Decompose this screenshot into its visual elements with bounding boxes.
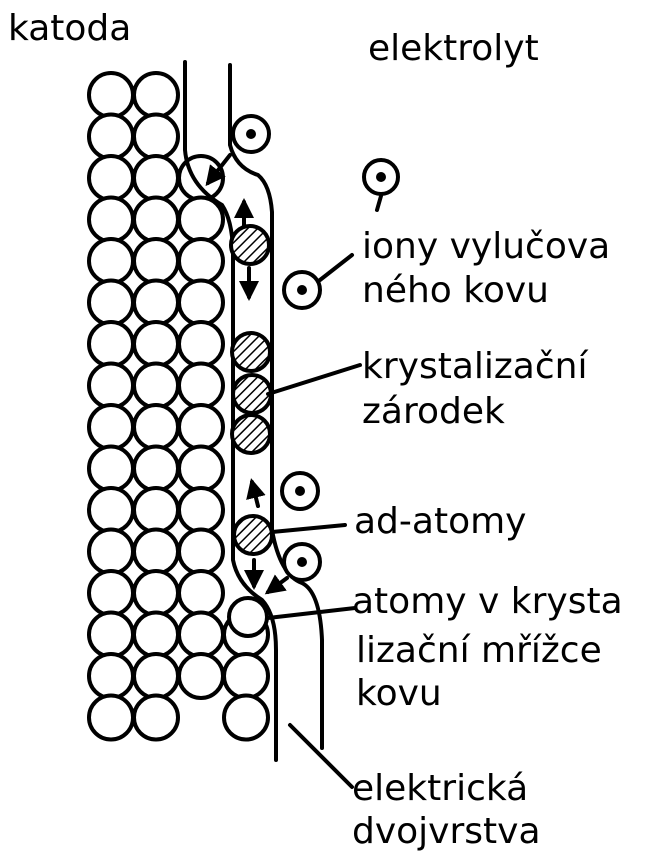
adatom-arrow-up <box>252 482 258 506</box>
cathode-atom <box>89 447 133 491</box>
nucleus-atom-2 <box>233 375 271 413</box>
leader-ion-free <box>377 196 381 210</box>
cathode-atom <box>134 613 178 657</box>
cathode-atom <box>134 198 178 242</box>
cathode-atom <box>134 364 178 408</box>
nucleus-atom-1 <box>232 333 270 371</box>
cathode-atom <box>179 571 223 615</box>
cathode-atom <box>134 654 178 698</box>
cathode-atom <box>89 571 133 615</box>
cathode-atom <box>179 447 223 491</box>
cathode-atom <box>89 613 133 657</box>
adatom <box>234 516 272 554</box>
cathode-atom <box>179 488 223 532</box>
label-ions-2: ného kovu <box>362 270 549 311</box>
cathode-atom <box>179 613 223 657</box>
label-nucleus-2: zárodek <box>362 391 505 432</box>
cathode-atom <box>179 322 223 366</box>
ion-free <box>364 160 398 194</box>
cathode-atom <box>89 198 133 242</box>
ion-bottom <box>284 544 320 580</box>
leader-adatoms <box>272 525 345 532</box>
cathode-atom <box>89 530 133 574</box>
cathode-atom <box>179 405 223 449</box>
cathode-atom <box>224 696 268 740</box>
cathode-atom <box>179 654 223 698</box>
leader-lattice <box>268 608 355 618</box>
cathode-atom <box>134 115 178 159</box>
adatom-arrow-side <box>268 578 287 592</box>
cathode-atom <box>89 696 133 740</box>
leader-nucleus <box>268 365 360 394</box>
ion-lower <box>282 473 318 509</box>
cathode-atom <box>134 281 178 325</box>
cathode-atom <box>134 696 178 740</box>
cathode-atom <box>89 115 133 159</box>
ion-mid <box>284 272 320 308</box>
lattice-atom-highlight <box>229 598 267 636</box>
label-nucleus-1: krystalizační <box>362 346 588 387</box>
cathode-atom <box>134 156 178 200</box>
cathode-atom <box>179 198 223 242</box>
ion-top <box>233 116 269 152</box>
cathode-atom <box>89 281 133 325</box>
cathode-atom <box>89 239 133 283</box>
cathode-atom <box>89 364 133 408</box>
cathode-atom <box>179 364 223 408</box>
cathode-atom <box>179 239 223 283</box>
cathode-atom <box>89 156 133 200</box>
label-cathode: katoda <box>8 8 131 49</box>
label-double-layer-2: dvojvrstva <box>352 811 541 852</box>
cathode-atom <box>89 322 133 366</box>
cathode-atom <box>89 73 133 117</box>
nucleus-atom-3 <box>232 415 270 453</box>
label-electrolyte: elektrolyt <box>368 28 539 69</box>
cathode-atom <box>134 239 178 283</box>
crystal-nuclei <box>231 226 272 554</box>
cathode-atom <box>224 654 268 698</box>
cathode-atom <box>179 281 223 325</box>
cathode-atom <box>134 405 178 449</box>
cathode-atom <box>89 654 133 698</box>
label-lattice-1: atomy v krysta <box>352 581 623 622</box>
label-double-layer-1: elektrická <box>352 768 528 809</box>
cathode-atom <box>134 488 178 532</box>
cathode-atom <box>134 73 178 117</box>
cathode-atom <box>134 447 178 491</box>
adsorbed-atom-top <box>231 226 269 264</box>
cathode-atom <box>134 322 178 366</box>
leader-ions <box>320 255 352 280</box>
cathode-atom <box>89 488 133 532</box>
cathode-atom <box>89 405 133 449</box>
cathode-atom <box>179 530 223 574</box>
label-lattice-3: kovu <box>356 673 442 714</box>
label-lattice-2: lizační mřížce <box>356 630 602 671</box>
label-ions-1: iony vylučova <box>362 226 610 267</box>
label-adatoms: ad-atomy <box>354 501 526 542</box>
cathode-atom <box>134 571 178 615</box>
cathode-atom <box>134 530 178 574</box>
